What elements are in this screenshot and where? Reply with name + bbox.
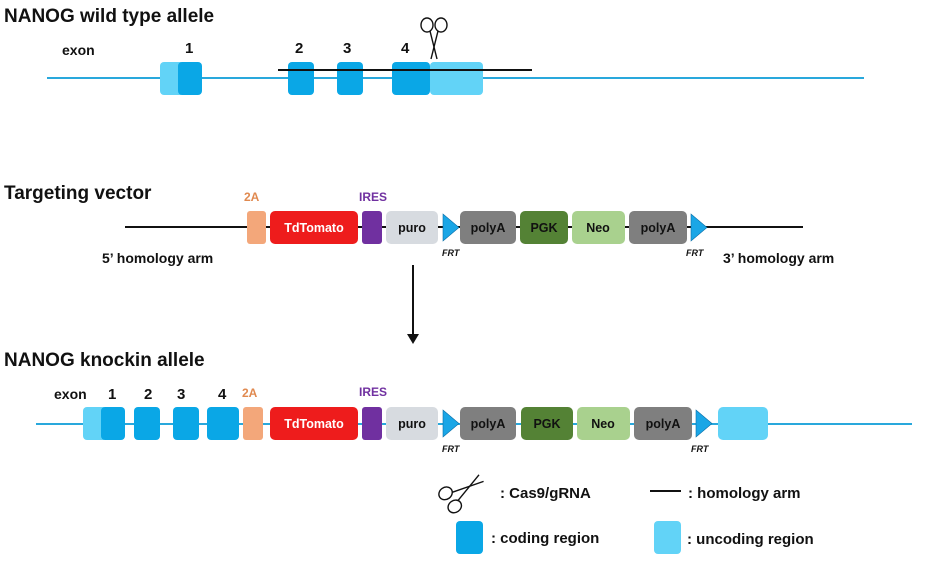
ki-frt1-label: FRT xyxy=(442,444,461,454)
wild-type-title: NANOG wild type allele xyxy=(4,6,214,27)
tv-polya1-box xyxy=(460,211,516,244)
legend-uncoding-swatch xyxy=(654,521,681,554)
tv-pgk-label: PGK xyxy=(530,221,557,235)
tv-frt2-label: FRT xyxy=(686,248,705,258)
ki-exon-number-1: 1 xyxy=(108,386,116,403)
tv-ires-label: IRES xyxy=(359,190,387,204)
knockin-exon-label: exon xyxy=(54,386,87,402)
tv-pgk-box xyxy=(520,211,568,244)
tv-tdtomato-label: TdTomato xyxy=(284,221,344,235)
knockin-title: NANOG knockin allele xyxy=(4,350,205,371)
legend-coding-swatch xyxy=(456,521,483,554)
ki-polya2-label: polyA xyxy=(646,417,681,431)
tv-2a-box xyxy=(247,211,266,244)
ki-polya2-box xyxy=(634,407,692,440)
wt-exon3-coding xyxy=(337,62,363,95)
wt-exon1-coding xyxy=(178,62,202,95)
ki-pgk-label: PGK xyxy=(533,417,560,431)
tv-tdtomato-box xyxy=(270,211,358,244)
tv-polya1-label: polyA xyxy=(471,221,506,235)
tv-polya2-box xyxy=(629,211,687,244)
wt-exon4-uncoding xyxy=(430,62,483,95)
wild-type-section: NANOG wild type allele exon 1 2 3 4 xyxy=(4,6,864,95)
tv-polya2-label: polyA xyxy=(641,221,676,235)
tv-frt1-triangle xyxy=(442,213,460,242)
targeting-vector-section: Targeting vector 2A TdTomato IRES puro F… xyxy=(4,183,834,344)
ki-exon3-coding xyxy=(173,407,199,440)
ki-tdtomato-label: TdTomato xyxy=(284,417,344,431)
ki-exon-number-3: 3 xyxy=(177,386,185,403)
ki-neo-box xyxy=(577,407,630,440)
ki-frt2-label: FRT xyxy=(691,444,710,454)
tv-frt2-triangle xyxy=(690,213,708,242)
ki-neo-label: Neo xyxy=(591,417,615,431)
process-arrow-head-icon xyxy=(407,334,419,344)
ki-2a-box xyxy=(243,407,263,440)
legend-cas9-label: : Cas9/gRNA xyxy=(500,485,591,502)
ki-exon2-coding xyxy=(134,407,160,440)
tv-puro-label: puro xyxy=(398,221,426,235)
ki-ires-label: IRES xyxy=(359,385,387,399)
ki-polya1-box xyxy=(460,407,516,440)
tv-3-homology-arm-label: 3’ homology arm xyxy=(723,250,834,266)
wild-type-exon-label: exon xyxy=(62,42,95,58)
legend-homology-arm-label: : homology arm xyxy=(688,485,801,502)
wt-exon4-coding xyxy=(392,62,430,95)
tv-ires-box xyxy=(362,211,382,244)
ki-puro-label: puro xyxy=(398,417,426,431)
tv-neo-box xyxy=(572,211,625,244)
wt-exon-number-3: 3 xyxy=(343,40,351,57)
ki-exon-number-4: 4 xyxy=(218,386,227,403)
ki-frt2-triangle xyxy=(695,409,713,438)
tv-neo-label: Neo xyxy=(586,221,610,235)
legend-uncoding-label: : uncoding region xyxy=(687,531,814,548)
knockin-section: NANOG knockin allele exon 1 2 3 4 2A TdT… xyxy=(4,350,912,454)
ki-tdtomato-box xyxy=(270,407,358,440)
ki-exon4-coding xyxy=(207,407,239,440)
tv-2a-label: 2A xyxy=(244,190,260,204)
ki-exon4-uncoding xyxy=(718,407,768,440)
legend-coding-label: : coding region xyxy=(491,530,599,547)
ki-frt1-triangle xyxy=(442,409,460,438)
wt-exon-number-4: 4 xyxy=(401,40,410,57)
legend: : Cas9/gRNA : homology arm : coding regi… xyxy=(438,474,814,554)
ki-puro-box xyxy=(386,407,438,440)
ki-ires-box xyxy=(362,407,382,440)
ki-exon1-coding xyxy=(101,407,125,440)
ki-2a-label: 2A xyxy=(242,386,258,400)
ki-exon-number-2: 2 xyxy=(144,386,152,403)
ki-polya1-label: polyA xyxy=(471,417,506,431)
wt-exon2-coding xyxy=(288,62,314,95)
scissors-icon xyxy=(420,17,448,60)
tv-5-homology-arm-label: 5’ homology arm xyxy=(102,250,213,266)
tv-frt1-label: FRT xyxy=(442,248,461,258)
wt-exon-number-2: 2 xyxy=(295,40,303,57)
wt-exon-number-1: 1 xyxy=(185,40,193,57)
targeting-vector-title: Targeting vector xyxy=(4,183,152,204)
legend-scissors-icon xyxy=(438,474,484,514)
ki-pgk-box xyxy=(521,407,573,440)
tv-puro-box xyxy=(386,211,438,244)
